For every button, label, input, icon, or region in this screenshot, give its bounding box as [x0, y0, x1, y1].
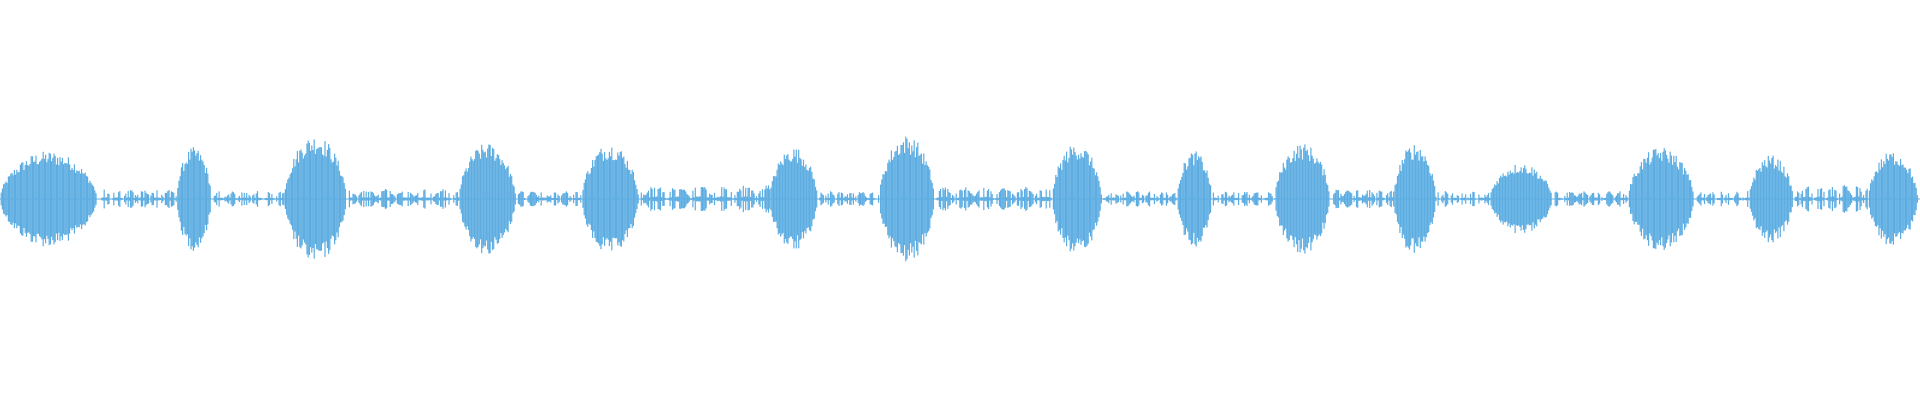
waveform-burst: [459, 144, 516, 254]
waveform-quiet-section: [1696, 191, 1750, 207]
waveform-burst: [1490, 164, 1552, 234]
waveform-quiet-section: [1331, 189, 1395, 209]
waveform-quiet-section: [640, 185, 771, 213]
waveform-burst: [284, 139, 346, 259]
waveform-quiet-section: [1103, 191, 1177, 207]
waveform-burst: [1177, 151, 1212, 247]
waveform-quiet-section: [1554, 191, 1628, 207]
waveform-quiet-section: [936, 187, 1052, 211]
waveform-burst: [1628, 148, 1694, 250]
waveform-quiet-section: [1437, 191, 1491, 207]
waveform-burst: [1868, 153, 1919, 245]
waveform-burst: [879, 136, 935, 262]
waveform-quiet-section: [101, 189, 177, 209]
waveform-burst: [1052, 146, 1103, 252]
waveform-quiet-section: [1212, 191, 1276, 207]
waveform-burst: [1275, 144, 1330, 254]
waveform-burst: [770, 149, 818, 249]
waveform-quiet-section: [1794, 185, 1868, 213]
waveform-quiet-section: [517, 191, 582, 207]
waveform-burst: [177, 147, 211, 251]
waveform-burst: [582, 147, 639, 251]
waveform-quiet-section: [212, 191, 285, 207]
waveform-quiet-section: [348, 189, 460, 209]
waveform-burst: [1394, 145, 1437, 253]
waveform-quiet-section: [819, 191, 880, 207]
waveform-burst: [0, 151, 97, 247]
waveform-burst: [1749, 155, 1793, 243]
